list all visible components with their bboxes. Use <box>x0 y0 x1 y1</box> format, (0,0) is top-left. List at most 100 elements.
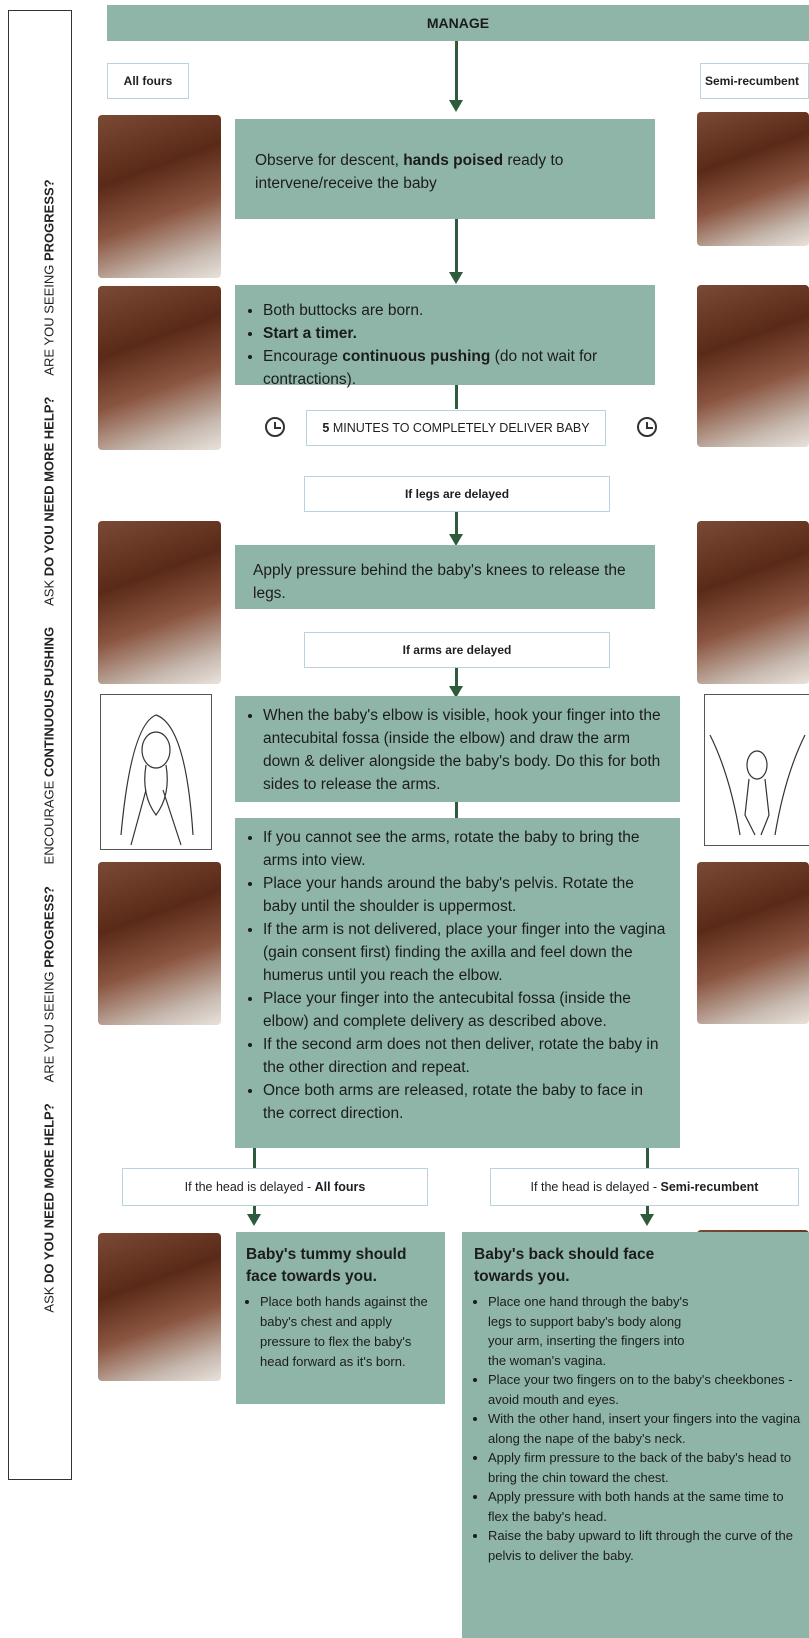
head-left-pre: If the head is delayed - <box>185 1180 315 1194</box>
step1-pre: Observe for descent, <box>255 152 403 169</box>
manage-title: MANAGE <box>427 12 489 35</box>
photo-all-fours-legs <box>98 521 221 684</box>
step5-text: If you cannot see the arms, rotate the b… <box>263 829 640 869</box>
connector <box>455 385 458 409</box>
step2-b3-bold: continuous pushing <box>342 348 490 365</box>
side-seg: ARE YOU SEEING <box>42 261 57 397</box>
final-right-item: Place your two fingers on to the baby's … <box>488 1370 801 1409</box>
position-left-text: All fours <box>124 74 173 88</box>
step5-text: Place your finger into the antecubital f… <box>263 990 631 1030</box>
head-delayed-all-fours-label: If the head is delayed - All fours <box>122 1168 428 1206</box>
step5-text: If the second arm does not then deliver,… <box>263 1036 659 1076</box>
step5-text: If the arm is not delivered, place your … <box>263 921 665 984</box>
step-buttocks-born: Both buttocks are born. Start a timer. E… <box>235 285 655 385</box>
head-right-bold: Semi-recumbent <box>661 1180 759 1194</box>
arrow-head <box>247 1214 261 1226</box>
final-right-item: Apply firm pressure to the back of the b… <box>488 1448 801 1487</box>
photo-all-fours-rotate <box>98 862 221 1025</box>
connector <box>455 802 458 818</box>
side-seg: PROGRESS? <box>42 179 57 261</box>
head-left-bold: All fours <box>315 1180 366 1194</box>
final-right-text: Place your two fingers on to the baby's … <box>488 1372 793 1407</box>
head-right-pre: If the head is delayed - <box>531 1180 661 1194</box>
step-release-legs: Apply pressure behind the baby's knees t… <box>235 545 655 609</box>
connector <box>455 219 458 273</box>
step4-text: When the baby's elbow is visible, hook y… <box>263 707 661 793</box>
sketch-figure-right <box>705 695 809 845</box>
side-prompt-strip: ASK DO YOU NEED MORE HELP? ARE YOU SEEIN… <box>8 10 72 1480</box>
step5-item: If you cannot see the arms, rotate the b… <box>263 826 668 872</box>
step-observe-descent: Observe for descent, hands poised ready … <box>235 119 655 219</box>
photo-semi-recumbent-buttocks <box>697 285 809 447</box>
photo-semi-recumbent-descent <box>697 112 809 246</box>
final-right-item: Apply pressure with both hands at the sa… <box>488 1487 801 1526</box>
final-right-title: Baby's back should face towards you. <box>474 1244 684 1288</box>
final-all-fours: Baby's tummy should face towards you. Pl… <box>236 1232 445 1404</box>
side-seg: ENCOURAGE <box>42 777 57 886</box>
step2-b2: Start a timer. <box>263 325 357 342</box>
step5-text: Once both arms are released, rotate the … <box>263 1082 643 1122</box>
photo-all-fours-head <box>98 1233 221 1381</box>
side-prompt-text: ASK DO YOU NEED MORE HELP? ARE YOU SEEIN… <box>42 179 57 1312</box>
final-left-title: Baby's tummy should face towards you. <box>246 1244 437 1288</box>
step5-item: Place your finger into the antecubital f… <box>263 987 668 1033</box>
side-seg: DO YOU NEED MORE HELP? <box>42 1103 57 1283</box>
side-seg: DO YOU NEED MORE HELP? <box>42 397 57 577</box>
step5-item: Place your hands around the baby's pelvi… <box>263 872 668 918</box>
position-label-all-fours: All fours <box>107 63 189 99</box>
final-right-item: Place one hand through the baby's legs t… <box>488 1292 698 1370</box>
step4-item: When the baby's elbow is visible, hook y… <box>263 704 668 796</box>
arrow-head <box>449 100 463 112</box>
final-right-text: With the other hand, insert your fingers… <box>488 1411 800 1446</box>
connector <box>646 1148 649 1168</box>
side-seg: CONTINUOUS PUSHING <box>42 627 57 777</box>
final-semi-recumbent: Baby's back should face towards you. Pla… <box>462 1232 809 1638</box>
position-label-semi-recumbent: Semi-recumbent <box>700 63 809 99</box>
step2-item: Encourage continuous pushing (do not wai… <box>263 345 641 391</box>
photo-semi-recumbent-legs <box>697 521 809 684</box>
final-right-item: With the other hand, insert your fingers… <box>488 1409 801 1448</box>
step-rotate-arms: If you cannot see the arms, rotate the b… <box>235 818 680 1148</box>
photo-all-fours-buttocks <box>98 286 221 450</box>
step5-item: Once both arms are released, rotate the … <box>263 1079 668 1125</box>
step5-item: If the second arm does not then deliver,… <box>263 1033 668 1079</box>
step2-b1: Both buttocks are born. <box>263 302 423 319</box>
connector <box>455 41 458 101</box>
sketch-all-fours-arms <box>100 694 212 850</box>
step2-item: Both buttocks are born. <box>263 299 641 322</box>
side-seg: PROGRESS? <box>42 886 57 968</box>
final-right-text: Place one hand through the baby's legs t… <box>488 1294 689 1368</box>
step2-item: Start a timer. <box>263 322 641 345</box>
arrow-head <box>449 272 463 284</box>
step5-text: Place your hands around the baby's pelvi… <box>263 875 634 915</box>
step-hook-elbow: When the baby's elbow is visible, hook y… <box>235 696 680 802</box>
final-right-item: Raise the baby upward to lift through th… <box>488 1526 801 1565</box>
sketch-semi-recumbent-arms <box>704 694 809 846</box>
timer-icon-left <box>265 417 285 437</box>
step3-text: Apply pressure behind the baby's knees t… <box>253 562 626 602</box>
arms-delayed-text: If arms are delayed <box>403 643 512 657</box>
timer-label: 5 MINUTES TO COMPLETELY DELIVER BABY <box>306 410 606 446</box>
head-delayed-semi-recumbent-label: If the head is delayed - Semi-recumbent <box>490 1168 799 1206</box>
side-seg: ARE YOU SEEING <box>42 968 57 1104</box>
arms-delayed-label: If arms are delayed <box>304 632 610 668</box>
final-right-text: Apply pressure with both hands at the sa… <box>488 1489 784 1524</box>
timer-rest: MINUTES TO COMPLETELY DELIVER BABY <box>329 421 589 435</box>
position-right-text: Semi-recumbent <box>705 74 799 88</box>
final-right-text: Apply firm pressure to the back of the b… <box>488 1450 791 1485</box>
connector <box>253 1148 256 1168</box>
final-left-item: Place both hands against the baby's ches… <box>260 1292 437 1372</box>
connector <box>455 512 458 536</box>
sketch-figure-left <box>101 695 211 849</box>
step2-b3-pre: Encourage <box>263 348 342 365</box>
legs-delayed-label: If legs are delayed <box>304 476 610 512</box>
side-seg: ASK <box>42 576 57 627</box>
final-right-text: Raise the baby upward to lift through th… <box>488 1528 793 1563</box>
final-left-text: Place both hands against the baby's ches… <box>260 1294 428 1369</box>
manage-header: MANAGE <box>107 5 809 41</box>
side-seg: ASK <box>42 1283 57 1313</box>
arrow-head <box>640 1214 654 1226</box>
step5-item: If the arm is not delivered, place your … <box>263 918 668 987</box>
legs-delayed-text: If legs are delayed <box>405 487 509 501</box>
photo-all-fours-descent <box>98 115 221 278</box>
